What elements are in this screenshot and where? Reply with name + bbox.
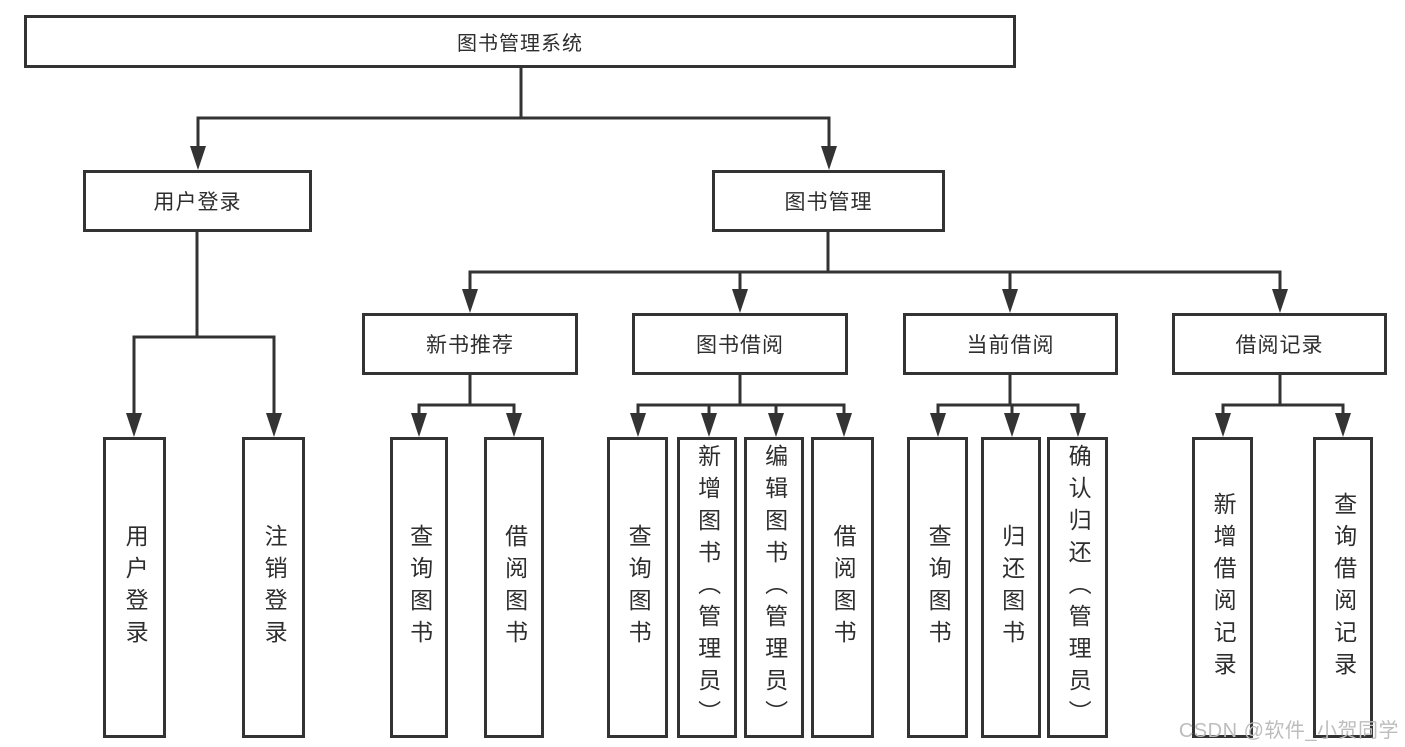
arrowhead	[462, 289, 478, 313]
node-label: 图书管理系统	[457, 33, 583, 55]
leaf-query-books-recommend: 查询图书	[390, 437, 448, 738]
leaf-user-login: 用户登录	[103, 437, 166, 738]
arrowhead	[1272, 289, 1288, 313]
node-label: 图书借阅	[696, 334, 784, 357]
arrowhead	[126, 413, 142, 437]
arrowhead	[821, 146, 837, 170]
csdn-watermark: CSDN @软件_小贺同学	[1178, 720, 1399, 742]
connector-root-to-level2	[190, 68, 837, 170]
arrowhead	[1002, 289, 1018, 313]
leaf-query-borrow-record: 查询借阅记录	[1313, 437, 1373, 738]
arrowhead	[190, 146, 206, 170]
arrowhead	[411, 413, 427, 437]
node-label: 新增借阅记录	[1210, 491, 1237, 684]
node-book-management: 图书管理	[712, 170, 945, 232]
node-label: 编辑图书（管理员）	[761, 443, 788, 732]
leaf-add-borrow-record: 新增借阅记录	[1192, 437, 1253, 738]
arrowhead	[768, 413, 784, 437]
node-label: 用户登录	[153, 191, 242, 214]
node-label: 查询图书	[406, 523, 433, 652]
leaf-confirm-return-admin: 确认归还（管理员）	[1047, 437, 1108, 738]
connector-current-borrow-to-leaves	[930, 375, 1086, 437]
arrowhead	[506, 413, 522, 437]
node-label: 借阅图书	[501, 523, 528, 652]
arrowhead	[1215, 413, 1231, 437]
connector-new-book-to-leaves	[411, 375, 522, 437]
arrowhead	[1335, 413, 1351, 437]
node-label: 新书推荐	[426, 334, 514, 357]
node-label: 注销登录	[261, 523, 288, 652]
node-current-borrowing: 当前借阅	[903, 313, 1118, 375]
leaf-return-books: 归还图书	[981, 437, 1041, 738]
arrowhead	[1004, 413, 1020, 437]
arrowhead	[630, 413, 646, 437]
node-label: 用户登录	[122, 523, 149, 652]
leaf-query-books-current: 查询图书	[907, 437, 968, 738]
leaf-borrow-books-recommend: 借阅图书	[484, 437, 544, 738]
leaf-edit-books-admin: 编辑图书（管理员）	[744, 437, 804, 738]
arrowhead	[732, 289, 748, 313]
node-book-borrowing: 图书借阅	[632, 313, 848, 375]
node-label: 查询图书	[625, 523, 652, 652]
node-label: 借阅图书	[830, 523, 857, 652]
node-user-login: 用户登录	[83, 170, 312, 232]
leaf-add-books-admin: 新增图书（管理员）	[677, 437, 737, 738]
node-label: 当前借阅	[966, 334, 1055, 357]
node-label: 查询图书	[925, 523, 952, 652]
node-new-book-recommend: 新书推荐	[362, 313, 578, 375]
node-label: 确认归还（管理员）	[1065, 443, 1092, 732]
node-label: 查询借阅记录	[1330, 491, 1357, 684]
node-label: 新增图书（管理员）	[694, 443, 721, 732]
arrowhead	[836, 413, 852, 437]
leaf-logout: 注销登录	[242, 437, 305, 738]
arrowhead	[930, 413, 946, 437]
node-label: 图书管理	[784, 191, 873, 214]
arrowhead	[701, 413, 717, 437]
node-label: 借阅记录	[1235, 334, 1324, 357]
connector-book-borrow-to-leaves	[630, 375, 852, 437]
node-label: 归还图书	[998, 523, 1025, 652]
connector-user-login-to-leaves	[126, 232, 282, 437]
arrowhead	[266, 413, 282, 437]
arrowhead	[1070, 413, 1086, 437]
node-book-management-system: 图书管理系统	[24, 15, 1016, 68]
node-borrowing-records: 借阅记录	[1172, 313, 1387, 375]
leaf-borrow-books: 借阅图书	[811, 437, 874, 738]
leaf-query-books-borrow: 查询图书	[607, 437, 668, 738]
connector-borrow-records-to-leaves	[1215, 375, 1351, 437]
connector-book-mgmt-to-level3	[462, 232, 1288, 313]
